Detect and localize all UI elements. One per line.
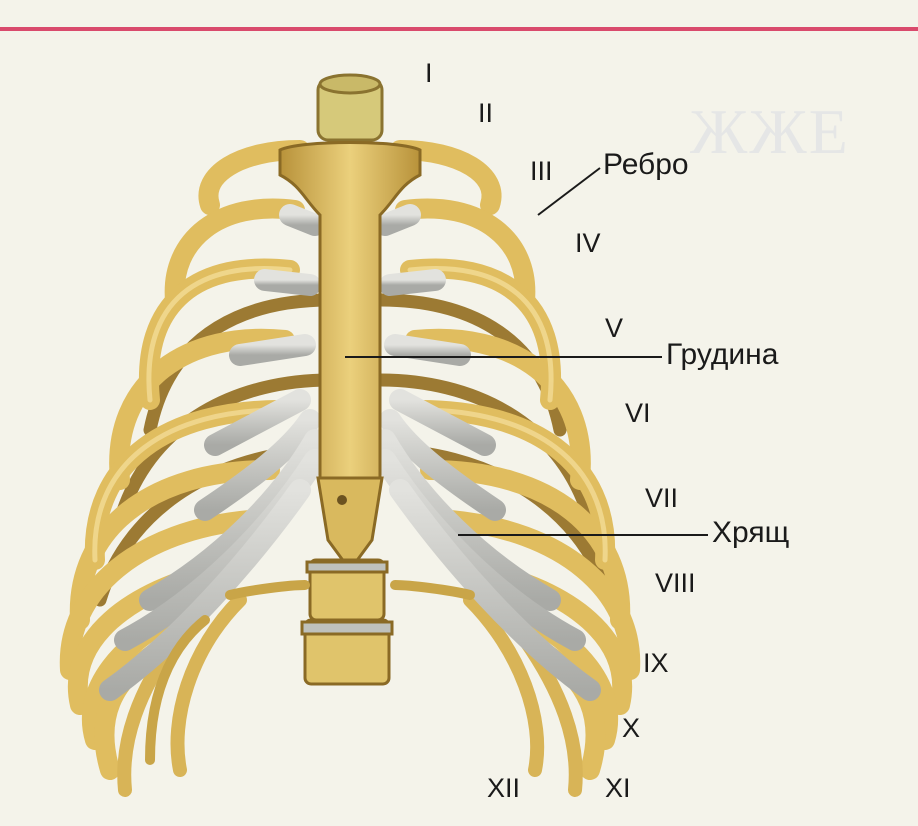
rib-number-5: V (605, 315, 623, 342)
rib-number-9: IX (643, 650, 669, 677)
label-rib: Ребро (603, 150, 689, 180)
rib-number-8: VIII (655, 570, 696, 597)
rib-number-3: III (530, 158, 553, 185)
rib-number-12: XII (487, 775, 520, 802)
label-cartilage: Хрящ (712, 518, 789, 548)
label-sternum: Грудина (666, 340, 778, 370)
upper-vertebra (318, 75, 382, 140)
rib-number-10: X (622, 715, 640, 742)
rib-number-7: VII (645, 485, 678, 512)
rib-number-2: II (478, 100, 493, 127)
rib-number-4: IV (575, 230, 601, 257)
rib-number-11: XI (605, 775, 631, 802)
rib-number-1: I (425, 60, 433, 87)
vertebral-column (302, 560, 392, 684)
rib-number-6: VI (625, 400, 651, 427)
